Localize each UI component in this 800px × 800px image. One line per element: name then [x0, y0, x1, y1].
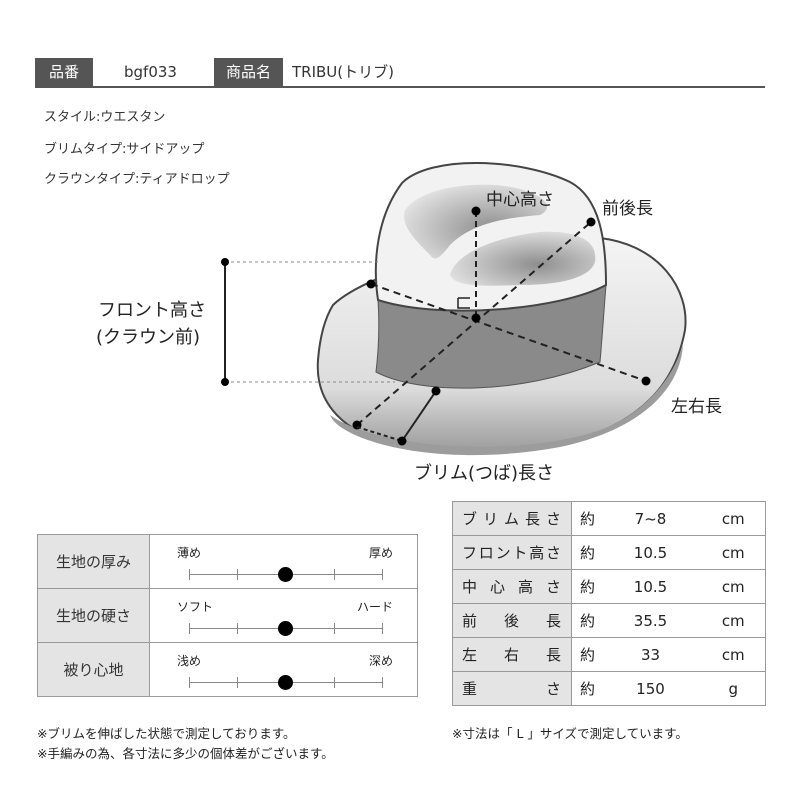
size-name: フロント高さ — [452, 535, 572, 570]
size-row: 重さ 約 150 g — [452, 671, 766, 706]
scale-right-label: 深め — [368, 654, 393, 668]
texture-name: 生地の硬さ — [37, 588, 150, 643]
scale-marker — [278, 675, 293, 690]
scale-left-label: 薄め — [177, 546, 202, 560]
size-approx: 約 — [571, 569, 596, 604]
size-unit: cm — [705, 535, 766, 570]
size-value: 33 — [595, 637, 706, 672]
scale-left-label: ソフト — [177, 600, 214, 614]
texture-row: 生地の硬さ ソフト ハード — [37, 588, 418, 643]
product-name-label: 商品名 — [214, 58, 283, 86]
size-name: 重さ — [452, 671, 572, 706]
size-value: 150 — [595, 671, 706, 706]
header-divider — [35, 86, 765, 88]
texture-row: 被り心地 浅め 深め — [37, 642, 418, 697]
size-approx: 約 — [571, 603, 596, 638]
texture-table: 生地の厚み 薄め 厚め 生地の硬さ ソフト ハード 被り心地 浅め 深 — [37, 534, 418, 697]
size-row: 中心高さ 約 10.5 cm — [452, 569, 766, 604]
texture-name: 生地の厚み — [37, 534, 150, 589]
texture-name: 被り心地 — [37, 642, 150, 697]
note-size: ※寸法は「 L 」サイズで測定しています。 — [452, 726, 688, 741]
label-front-height-sub: (クラウン前) — [96, 327, 201, 348]
size-value: 7~8 — [595, 501, 706, 536]
scale-right-label: 厚め — [368, 546, 393, 560]
label-center-height: 中心高さ — [486, 190, 554, 210]
size-name: 左右長 — [452, 637, 572, 672]
product-code-value: bgf033 — [124, 63, 177, 81]
label-front-back: 前後長 — [602, 199, 653, 219]
size-approx: 約 — [571, 671, 596, 706]
size-value: 35.5 — [595, 603, 706, 638]
size-name: 中心高さ — [452, 569, 572, 604]
size-row: 左右長 約 33 cm — [452, 637, 766, 672]
hat-crown-dent-lower — [450, 231, 596, 286]
product-code-label: 品番 — [35, 58, 93, 86]
size-value: 10.5 — [595, 535, 706, 570]
size-unit: cm — [705, 603, 766, 638]
size-approx: 約 — [571, 637, 596, 672]
label-front-height: フロント高さ — [98, 300, 206, 321]
size-value: 10.5 — [595, 569, 706, 604]
scale-marker — [278, 621, 293, 636]
label-brim-length: ブリム(つば)長さ — [414, 463, 555, 484]
spec-style: スタイル:ウエスタン — [44, 110, 166, 125]
size-approx: 約 — [571, 535, 596, 570]
product-name-value: TRIBU(トリブ) — [292, 63, 394, 81]
note-handmade: ※手編みの為、各寸法に多少の個体差がございます。 — [37, 746, 334, 761]
size-unit: g — [705, 671, 766, 706]
spec-brim-type: ブリムタイプ:サイドアップ — [44, 142, 205, 157]
size-row: ブリム長さ 約 7~8 cm — [452, 501, 766, 536]
size-table: ブリム長さ 約 7~8 cm フロント高さ 約 10.5 cm 中心高さ 約 1… — [452, 501, 766, 706]
note-brim: ※ブリムを伸ばした状態で測定しております。 — [37, 726, 296, 741]
size-row: 前後長 約 35.5 cm — [452, 603, 766, 638]
texture-scale: 浅め 深め — [149, 642, 418, 697]
texture-scale: ソフト ハード — [149, 588, 418, 643]
texture-row: 生地の厚み 薄め 厚め — [37, 534, 418, 589]
size-name: 前後長 — [452, 603, 572, 638]
hat-diagram — [221, 162, 687, 456]
size-unit: cm — [705, 501, 766, 536]
size-row: フロント高さ 約 10.5 cm — [452, 535, 766, 570]
scale-marker — [278, 567, 293, 582]
spec-crown-type: クラウンタイプ:ティアドロップ — [44, 172, 230, 187]
size-unit: cm — [705, 637, 766, 672]
size-name: ブリム長さ — [452, 501, 572, 536]
scale-right-label: ハード — [356, 600, 393, 614]
size-approx: 約 — [571, 501, 596, 536]
size-unit: cm — [705, 569, 766, 604]
label-left-right: 左右長 — [671, 397, 722, 417]
texture-scale: 薄め 厚め — [149, 534, 418, 589]
scale-left-label: 浅め — [177, 654, 202, 668]
